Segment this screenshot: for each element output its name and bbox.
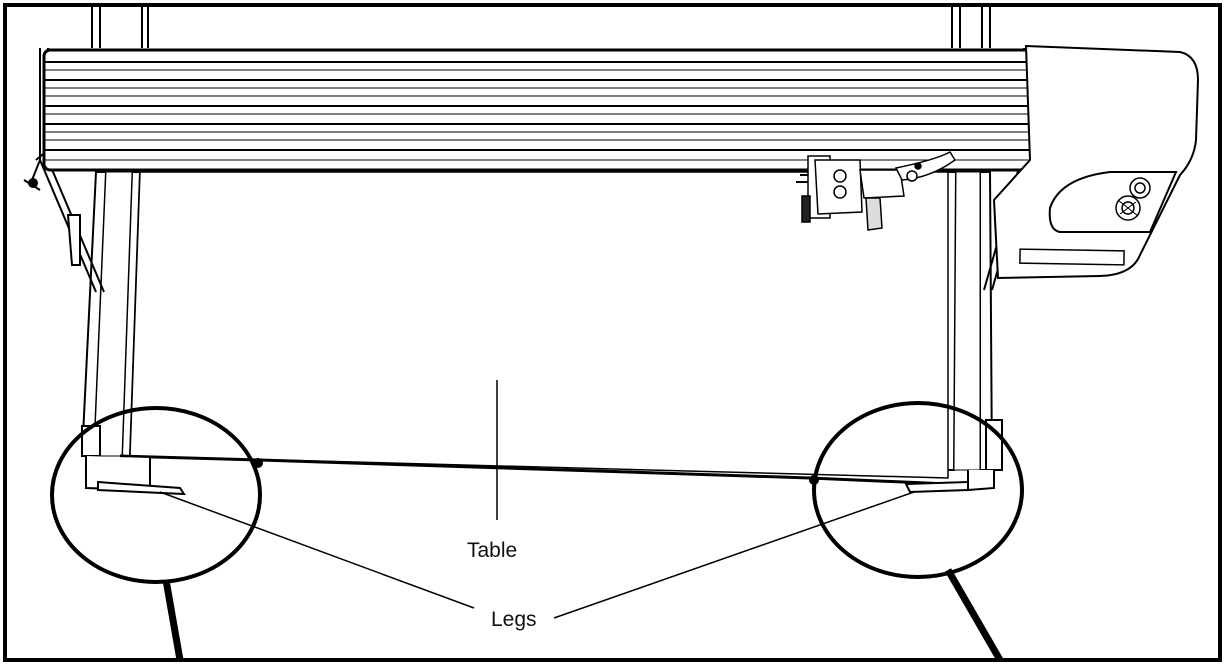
carriage-beam (42, 48, 1034, 172)
legs-label: Legs (491, 608, 537, 631)
left-leg-leader-line (159, 491, 475, 609)
table-surface (119, 171, 949, 486)
left-leg-foot (81, 425, 263, 496)
right-support-line (944, 568, 1004, 662)
knob-icon (1115, 177, 1151, 221)
right-leg-leader-line (553, 491, 915, 619)
left-leg-callout-circle (50, 406, 262, 584)
tool-carriage (796, 151, 957, 231)
left-support-line (162, 579, 184, 661)
right-leg-callout-circle (812, 401, 1024, 579)
left-post (80, 7, 149, 457)
end-cap-housing (992, 44, 1200, 280)
table-label: Table (467, 539, 517, 562)
